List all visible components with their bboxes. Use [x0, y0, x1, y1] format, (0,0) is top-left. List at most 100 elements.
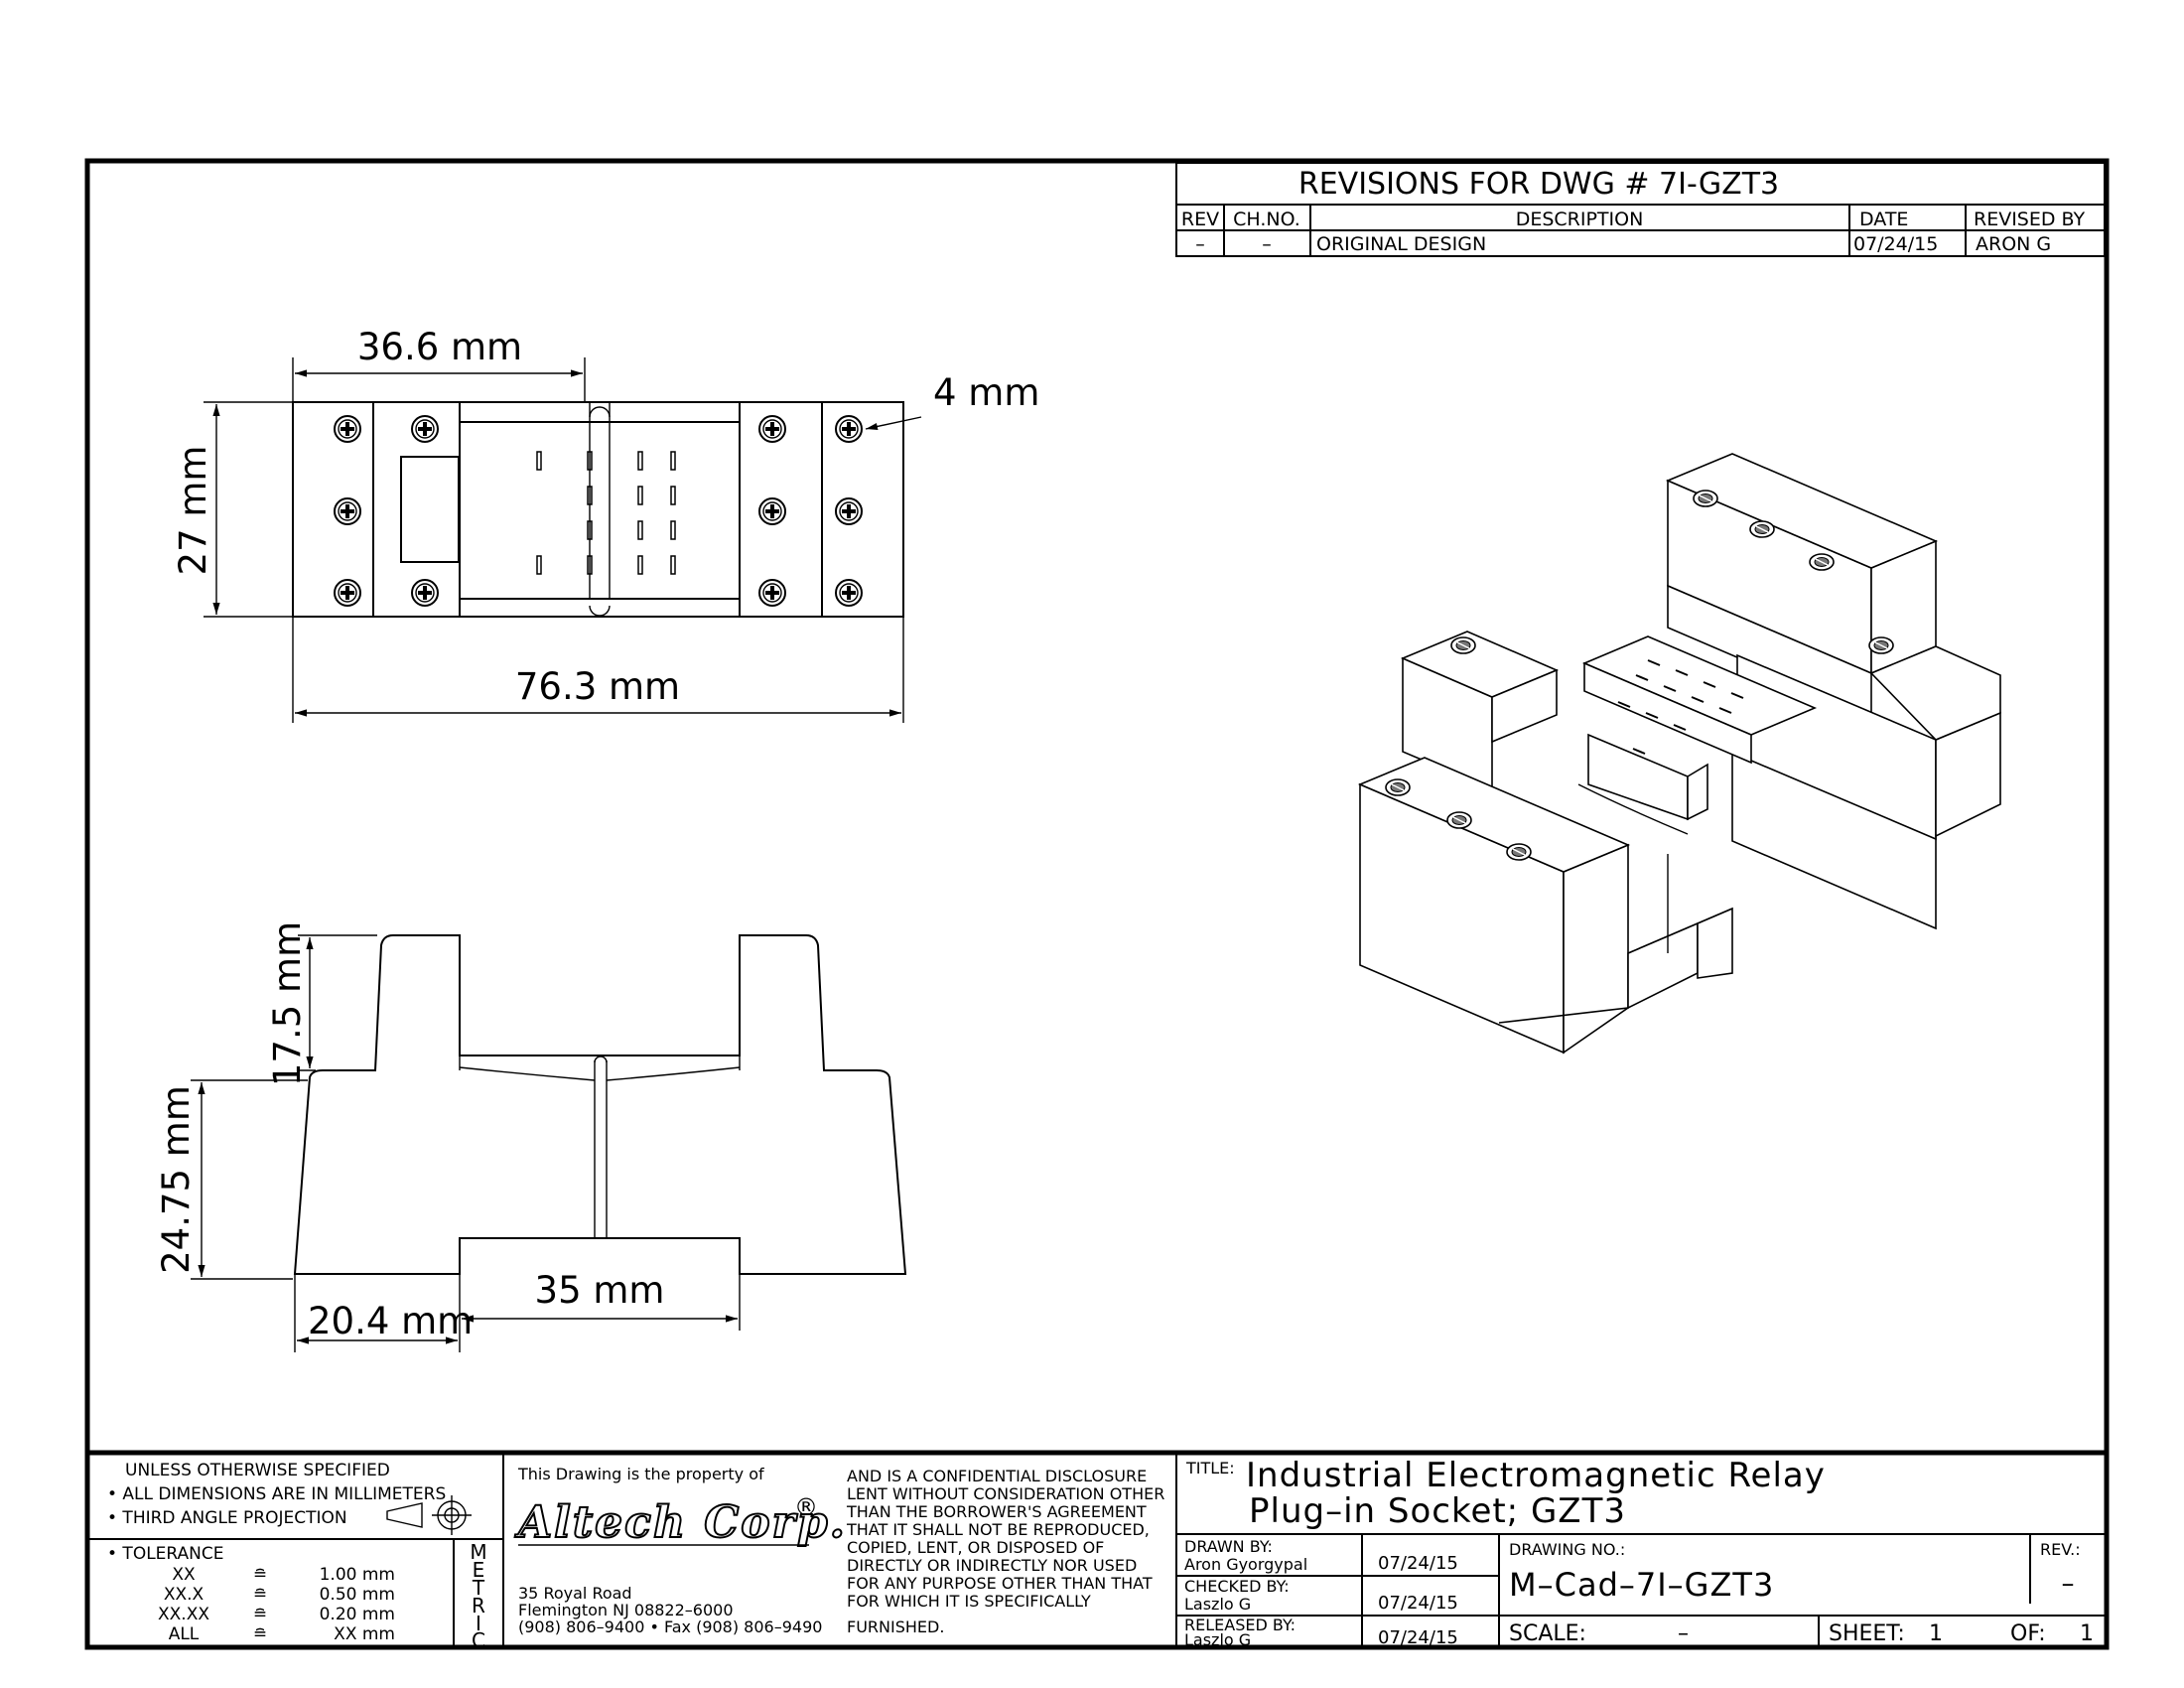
released-date: 07/24/15: [1378, 1627, 1458, 1648]
of-label: OF:: [2010, 1621, 2046, 1646]
tol-sym-0: ≘: [253, 1565, 267, 1585]
screw-icon: [334, 415, 361, 443]
metric-E: E: [473, 1558, 485, 1582]
disclosure-line: FURNISHED.: [847, 1618, 944, 1636]
revised-by-value: ARON G: [1976, 233, 2051, 255]
scale-value: –: [1678, 1621, 1689, 1646]
sheet-label: SHEET:: [1829, 1621, 1905, 1646]
drawn-by-label: DRAWN BY:: [1184, 1537, 1273, 1556]
screw-icon: [1693, 490, 1718, 507]
dim-height: 27 mm: [172, 446, 214, 576]
screw-icon: [1506, 843, 1532, 861]
tol-sym-1: ≘: [253, 1585, 267, 1605]
address-line1: 35 Royal Road: [518, 1584, 632, 1603]
tol-key-3: ALL: [169, 1624, 200, 1644]
released-by-label: RELEASED BY:: [1184, 1616, 1296, 1634]
revisions-table: REVISIONS FOR DWG # 7I-GZT3 REV CH.NO. D…: [1175, 162, 2106, 257]
dim-side-foot: 20.4 mm: [308, 1300, 473, 1342]
revised-by-header: REVISED BY: [1974, 209, 2086, 230]
metric-I: I: [476, 1612, 481, 1635]
registered-mark: ®: [794, 1493, 818, 1521]
screw-icon: [411, 415, 439, 443]
address-line2: Flemington NJ 08822–6000: [518, 1601, 734, 1619]
spec-line2: • ALL DIMENSIONS ARE IN MILLIMETERS: [107, 1484, 446, 1504]
of-value: 1: [2080, 1621, 2094, 1646]
chno-header: CH.NO.: [1233, 209, 1300, 230]
side-view: 17.5 mm 24.75 mm 20.4 mm 35 mm: [155, 921, 907, 1352]
date-value: 07/24/15: [1853, 233, 1938, 255]
rev-header: REV: [1181, 209, 1219, 230]
checked-date: 07/24/15: [1378, 1593, 1458, 1614]
spec-line1: UNLESS OTHERWISE SPECIFIED: [125, 1461, 390, 1480]
top-view: 36.6 mm 4 mm 27 mm 76.3 mm: [172, 326, 1039, 723]
tol-val-2: 0.20 mm: [320, 1605, 395, 1624]
screw-icon: [1385, 778, 1411, 796]
chno-value: –: [1262, 233, 1272, 255]
screw-icon: [835, 415, 863, 443]
tol-val-0: 1.00 mm: [320, 1565, 395, 1585]
tol-key-2: XX.XX: [158, 1605, 209, 1624]
tolerance-label: • TOLERANCE: [107, 1544, 224, 1564]
disclosure-line: DIRECTLY OR INDIRECTLY NOR USED: [847, 1556, 1137, 1575]
date-header: DATE: [1859, 209, 1908, 230]
revisions-title: REVISIONS FOR DWG # 7I-GZT3: [1298, 167, 1779, 202]
disclosure-line: FOR ANY PURPOSE OTHER THAN THAT: [847, 1574, 1153, 1593]
disclosure-line: LENT WITHOUT CONSIDERATION OTHER: [847, 1484, 1164, 1503]
drawn-date: 07/24/15: [1378, 1553, 1458, 1574]
third-angle-projection-icon: [386, 1495, 472, 1535]
checked-by: Laszlo G: [1184, 1595, 1251, 1614]
address-line3: (908) 806–9400 • Fax (908) 806–9490: [518, 1618, 822, 1636]
screw-icon: [334, 579, 361, 607]
screw-icon: [1446, 811, 1472, 829]
screw-icon: [758, 497, 786, 525]
screw-icon: [411, 579, 439, 607]
sheet-border: [84, 158, 2110, 1650]
screw-icon: [1749, 520, 1775, 538]
screw-icon: [1868, 636, 1894, 654]
screw-icon: [835, 497, 863, 525]
title-label: TITLE:: [1185, 1459, 1235, 1477]
rev-label: REV.:: [2040, 1540, 2081, 1559]
company-logo: Altech Corp.: [514, 1497, 847, 1548]
metric-R: R: [472, 1594, 485, 1618]
disclosure-line: COPIED, LENT, OR DISPOSED OF: [847, 1538, 1104, 1557]
disclosure-line: THAT IT SHALL NOT BE REPRODUCED,: [846, 1520, 1150, 1539]
screw-icon: [758, 415, 786, 443]
disclosure-line: THAN THE BORROWER'S AGREEMENT: [846, 1502, 1147, 1521]
metric-M: M: [470, 1540, 486, 1564]
tol-val-3: XX mm: [334, 1624, 395, 1644]
disclosure-line: AND IS A CONFIDENTIAL DISCLOSURE: [847, 1467, 1147, 1485]
dim-top-width: 36.6 mm: [357, 326, 522, 368]
screw-icon: [758, 579, 786, 607]
drawing-no: M–Cad–7I–GZT3: [1509, 1566, 1774, 1604]
drawn-by: Aron Gyorgypal: [1184, 1555, 1307, 1574]
dim-side-gap: 35 mm: [535, 1269, 665, 1312]
screw-icon: [835, 579, 863, 607]
drawing-title-line2: Plug–in Socket; GZT3: [1249, 1491, 1626, 1531]
dim-hole: 4 mm: [933, 371, 1039, 414]
screw-icon: [334, 497, 361, 525]
tol-sym-2: ≘: [253, 1605, 267, 1624]
screw-icon: [1809, 553, 1835, 571]
dim-overall: 76.3 mm: [515, 665, 680, 708]
scale-label: SCALE:: [1509, 1621, 1586, 1646]
description-header: DESCRIPTION: [1516, 209, 1644, 230]
drawing-no-label: DRAWING NO.:: [1509, 1540, 1625, 1559]
isometric-view: [1357, 453, 2001, 1055]
tol-key-0: XX: [172, 1565, 196, 1585]
spec-line3: • THIRD ANGLE PROJECTION: [107, 1508, 347, 1528]
released-by: Laszlo G: [1184, 1630, 1251, 1649]
metric-C: C: [472, 1628, 485, 1652]
disclosure-line: FOR WHICH IT IS SPECIFICALLY: [847, 1592, 1091, 1611]
drawing-title-line1: Industrial Electromagnetic Relay: [1246, 1456, 1826, 1495]
rev-code: –: [2062, 1569, 2075, 1599]
property-line: This Drawing is the property of: [517, 1465, 764, 1483]
sheet-value: 1: [1929, 1621, 1943, 1646]
title-block: UNLESS OTHERWISE SPECIFIED • ALL DIMENSI…: [87, 1450, 2105, 1652]
tol-sym-3: ≘: [253, 1624, 267, 1644]
screw-icon: [1450, 636, 1476, 654]
dim-side-upper: 17.5 mm: [266, 921, 309, 1086]
tol-key-1: XX.X: [164, 1585, 205, 1605]
rev-value: –: [1195, 233, 1205, 255]
